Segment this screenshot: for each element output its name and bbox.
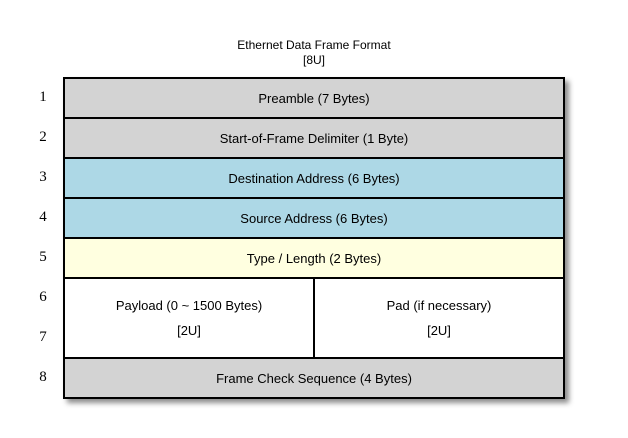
pad-cell: Pad (if necessary) [2U] bbox=[315, 279, 563, 357]
pad-label: Pad (if necessary) bbox=[386, 298, 492, 313]
unit-number-8: 8 bbox=[39, 368, 47, 385]
row-type-length-label: Type / Length (2 Bytes) bbox=[246, 250, 382, 266]
row-start-of-frame-delimiter: Start-of-Frame Delimiter (1 Byte) bbox=[65, 119, 563, 159]
row-destination-address: Destination Address (6 Bytes) bbox=[65, 159, 563, 199]
payload-label: Payload (0 ~ 1500 Bytes) bbox=[115, 298, 263, 313]
diagram-header: Ethernet Data Frame Format [8U] bbox=[63, 38, 565, 68]
row-frame-check-sequence-label: Frame Check Sequence (4 Bytes) bbox=[216, 370, 412, 386]
unit-number-2: 2 bbox=[39, 128, 47, 145]
row-destination-address-label: Destination Address (6 Bytes) bbox=[228, 170, 400, 186]
unit-number-3: 3 bbox=[39, 168, 47, 185]
diagram-subtitle: [8U] bbox=[302, 53, 325, 67]
row-source-address-label: Source Address (6 Bytes) bbox=[240, 210, 388, 226]
payload-cell: Payload (0 ~ 1500 Bytes) [2U] bbox=[65, 279, 315, 357]
row-frame-check-sequence: Frame Check Sequence (4 Bytes) bbox=[65, 359, 563, 397]
diagram-title: Ethernet Data Frame Format bbox=[237, 38, 391, 52]
row-preamble: Preamble (7 Bytes) bbox=[65, 79, 563, 119]
unit-number-4: 4 bbox=[39, 208, 47, 225]
payload-units-label: [2U] bbox=[177, 323, 201, 338]
frame-format-table: Preamble (7 Bytes) Start-of-Frame Delimi… bbox=[63, 77, 565, 399]
unit-number-1: 1 bbox=[39, 88, 47, 105]
row-start-of-frame-delimiter-label: Start-of-Frame Delimiter (1 Byte) bbox=[219, 130, 409, 146]
row-source-address: Source Address (6 Bytes) bbox=[65, 199, 563, 239]
row-type-length: Type / Length (2 Bytes) bbox=[65, 239, 563, 279]
unit-number-7: 7 bbox=[39, 328, 47, 345]
pad-units-label: [2U] bbox=[427, 323, 451, 338]
row-payload-pad: Payload (0 ~ 1500 Bytes) [2U] Pad (if ne… bbox=[65, 279, 563, 359]
unit-number-6: 6 bbox=[39, 288, 47, 305]
unit-number-column: 1 2 3 4 5 6 7 8 bbox=[30, 77, 56, 397]
unit-number-5: 5 bbox=[39, 248, 47, 265]
row-preamble-label: Preamble (7 Bytes) bbox=[258, 90, 370, 106]
